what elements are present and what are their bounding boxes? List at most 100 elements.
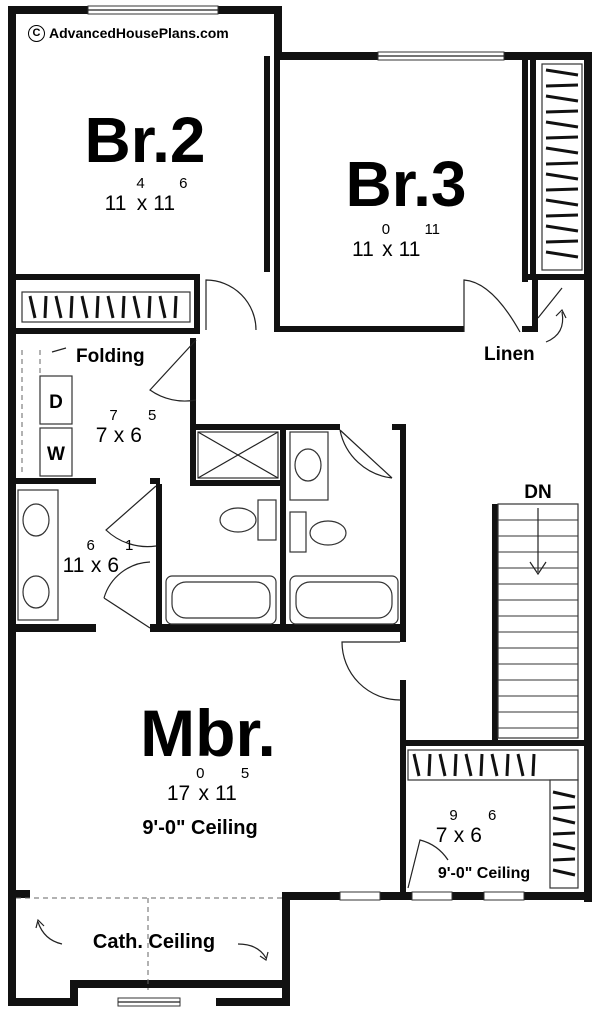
room-closet-dim-a: 7 <box>436 824 448 847</box>
room-br3-times: x <box>382 238 393 261</box>
closet-rod-mark <box>132 295 141 319</box>
room-br3-dim-b: 11 <box>399 238 421 261</box>
room-laundry-times: x <box>114 424 125 447</box>
closet-rod-mark <box>552 831 576 836</box>
closet-rod-mark <box>552 868 576 877</box>
room-br2-dim-b: 11 <box>153 192 175 215</box>
closet-rod-mark <box>545 239 579 244</box>
closet-rod-mark <box>80 295 89 319</box>
closet-rod-mark <box>545 187 579 192</box>
room-mbr-dim-b: 11 <box>215 782 237 805</box>
closet-rod-mark <box>552 816 576 825</box>
closet-rod-mark <box>545 224 579 233</box>
room-br3-sup-a: 0 <box>382 221 390 238</box>
room-mbr-sup-b: 5 <box>241 765 249 782</box>
room-laundry-sup-b: 5 <box>148 407 156 424</box>
closet-rod-mark <box>552 805 576 810</box>
closet-rod-mark <box>552 842 576 851</box>
dryer-label: D <box>49 392 63 413</box>
room-closet-dim-b: 6 <box>470 824 482 847</box>
room-mbr-times: x <box>199 782 210 805</box>
closet-rod-mark <box>158 295 167 319</box>
closet-rod-mark <box>54 295 63 319</box>
closet-rod-mark <box>479 753 484 777</box>
closet-rod-mark <box>545 83 579 88</box>
room-br3-dim-a: 11 <box>352 238 374 261</box>
windows <box>87 5 525 1007</box>
closet-rod-mark <box>173 295 178 319</box>
cath-ceiling-label: Cath. Ceiling <box>93 931 215 953</box>
room-mbr-name: Mbr. <box>140 696 276 770</box>
closet-rod-mark <box>28 295 37 319</box>
closet-rod-mark <box>545 250 579 259</box>
closet-rod-mark <box>69 295 74 319</box>
room-br2-sup-a: 4 <box>136 175 144 192</box>
stairs-dn-label: DN <box>524 482 551 503</box>
closet-rod-mark <box>545 161 579 166</box>
room-bath2-sup-b: 1 <box>125 537 133 554</box>
closet-rod-mark <box>531 753 536 777</box>
closet-rod-mark <box>43 295 48 319</box>
room-br3-sup-b: 11 <box>424 221 440 238</box>
room-closet-times: x <box>454 824 465 847</box>
room-closet-sup-a: 9 <box>449 807 457 824</box>
room-laundry-dim-b: 6 <box>130 424 142 447</box>
closet-rod-mark <box>545 94 579 103</box>
copyright-icon: C <box>28 24 45 42</box>
fixtures <box>17 350 399 625</box>
watermark-text: AdvancedHousePlans.com <box>49 25 229 41</box>
room-br3-name: Br.3 <box>346 148 467 220</box>
closet-rod-mark <box>147 295 152 319</box>
folding-label: Folding <box>76 346 145 367</box>
closet-rod-mark <box>552 790 576 799</box>
room-br2-sup-b: 6 <box>179 175 187 192</box>
staircase <box>497 503 579 739</box>
room-laundry-sup-a: 7 <box>109 407 117 424</box>
closet-rod-mark <box>95 295 100 319</box>
stairs-label-group: DN <box>524 482 551 503</box>
room-closet-sup-b: 6 <box>488 807 496 824</box>
room-mbr-ceiling: 9'-0" Ceiling <box>142 817 257 839</box>
closet-rod-mark <box>505 753 510 777</box>
closet-rod-mark <box>412 753 421 777</box>
closet-rod-mark <box>545 146 579 155</box>
room-bath2-dim-b: 6 <box>107 554 119 577</box>
room-laundry-dim-a: 7 <box>96 424 108 447</box>
room-br2-times: x <box>137 192 148 215</box>
closet-rod-mark <box>545 135 579 140</box>
room-bath2-sup-a: 6 <box>86 537 94 554</box>
linen-label: Linen <box>484 344 535 365</box>
room-closet-ceiling: 9'-0" Ceiling <box>438 865 530 882</box>
washer-label: W <box>47 444 65 465</box>
room-bath2-times: x <box>91 554 102 577</box>
room-mbr-sup-a: 0 <box>196 765 204 782</box>
closet-rod-mark <box>121 295 126 319</box>
watermark: C AdvancedHousePlans.com <box>28 20 268 46</box>
closet-rod-mark <box>490 753 499 777</box>
closet-rods <box>21 63 583 889</box>
linen: Linen <box>484 344 535 365</box>
closet-rod-mark <box>516 753 525 777</box>
cath-ceiling-marks <box>16 308 567 990</box>
closet-rod-mark <box>453 753 458 777</box>
room-mbr-dim-a: 17 <box>167 782 190 805</box>
closet-rod-mark <box>545 198 579 207</box>
room-br2-dim-a: 11 <box>105 192 127 215</box>
closet-rod-mark <box>438 753 447 777</box>
closet-rod-mark <box>545 172 579 181</box>
closet-rod-mark <box>106 295 115 319</box>
closet-rod-mark <box>464 753 473 777</box>
closet-rod-mark <box>545 68 579 77</box>
room-br2-name: Br.2 <box>85 104 206 176</box>
